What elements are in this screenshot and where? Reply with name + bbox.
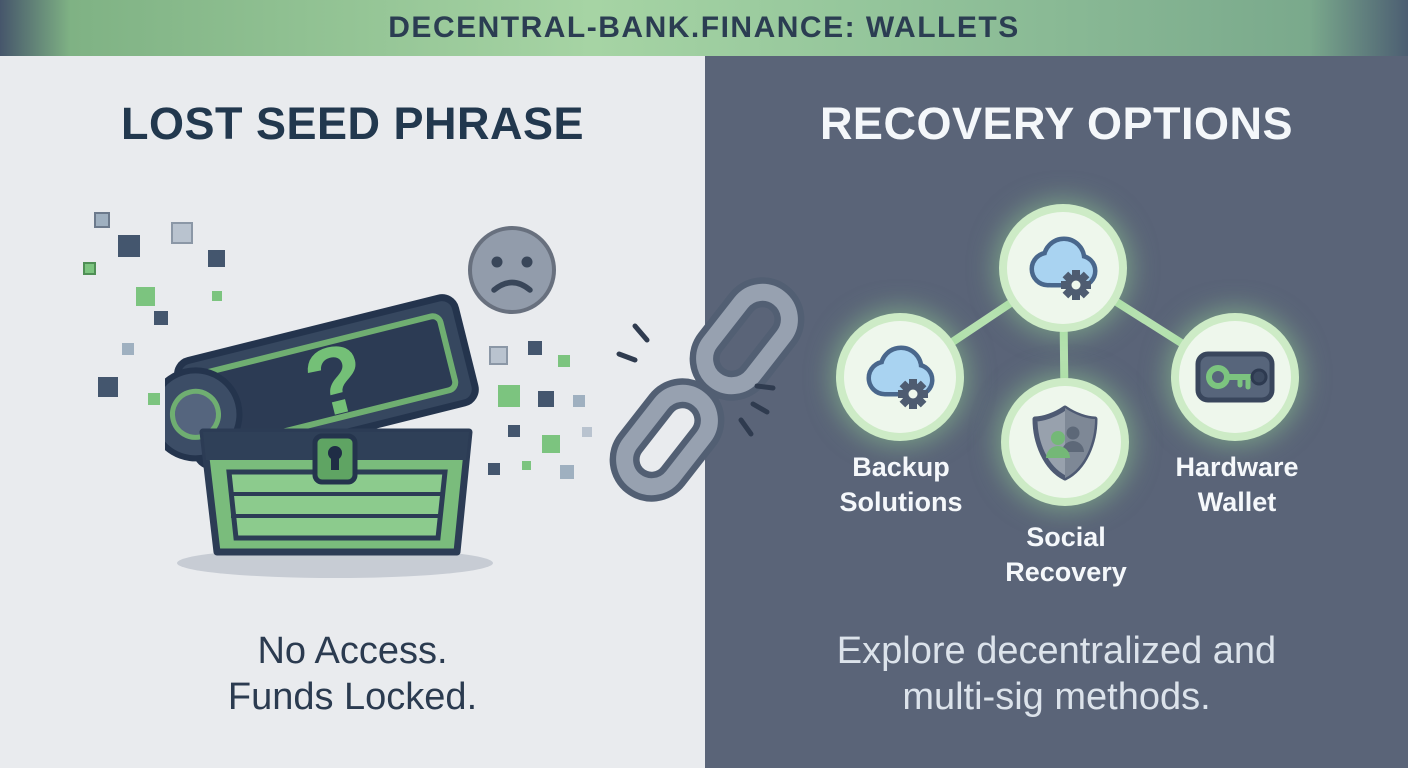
broken-chain-icon — [609, 277, 805, 502]
backup-solutions-label: Backup Solutions — [839, 452, 963, 518]
social-recovery-label: Social Recovery — [1005, 522, 1127, 588]
hardware-wallet-icon — [1195, 351, 1275, 403]
recovery-node-backup — [844, 321, 956, 433]
top-banner: DECENTRAL-BANK.FINANCE: WALLETS — [0, 0, 1408, 56]
break-spark-lines — [616, 323, 776, 437]
cloud-gear-icon — [866, 345, 935, 409]
banner-title: DECENTRAL-BANK.FINANCE: WALLETS — [388, 11, 1020, 44]
right-caption-line2: multi-sig methods. — [902, 676, 1211, 719]
hardware-wallet-label: Hardware Wallet — [1175, 452, 1299, 518]
treasure-chest-icon: ? — [165, 294, 493, 578]
shield-people-icon — [1032, 405, 1098, 481]
right-heading: RECOVERY OPTIONS — [819, 98, 1294, 149]
recovery-node-hardware — [1179, 321, 1291, 433]
right-caption: Explore decentralized and multi-sig meth… — [705, 628, 1408, 721]
recovery-node-top — [1007, 212, 1119, 324]
left-caption-line1: No Access. — [257, 630, 448, 672]
pixel-decay-squares — [83, 212, 592, 479]
left-heading: LOST SEED PHRASE — [120, 98, 585, 149]
sad-face-icon — [468, 226, 556, 314]
right-caption-line1: Explore decentralized and — [836, 630, 1277, 672]
left-caption-line2: Funds Locked. — [227, 676, 478, 719]
cloud-gear-icon — [1029, 236, 1098, 300]
left-caption: No Access. Funds Locked. — [0, 628, 705, 721]
chest-box — [199, 428, 473, 556]
recovery-node-social — [1009, 386, 1121, 498]
